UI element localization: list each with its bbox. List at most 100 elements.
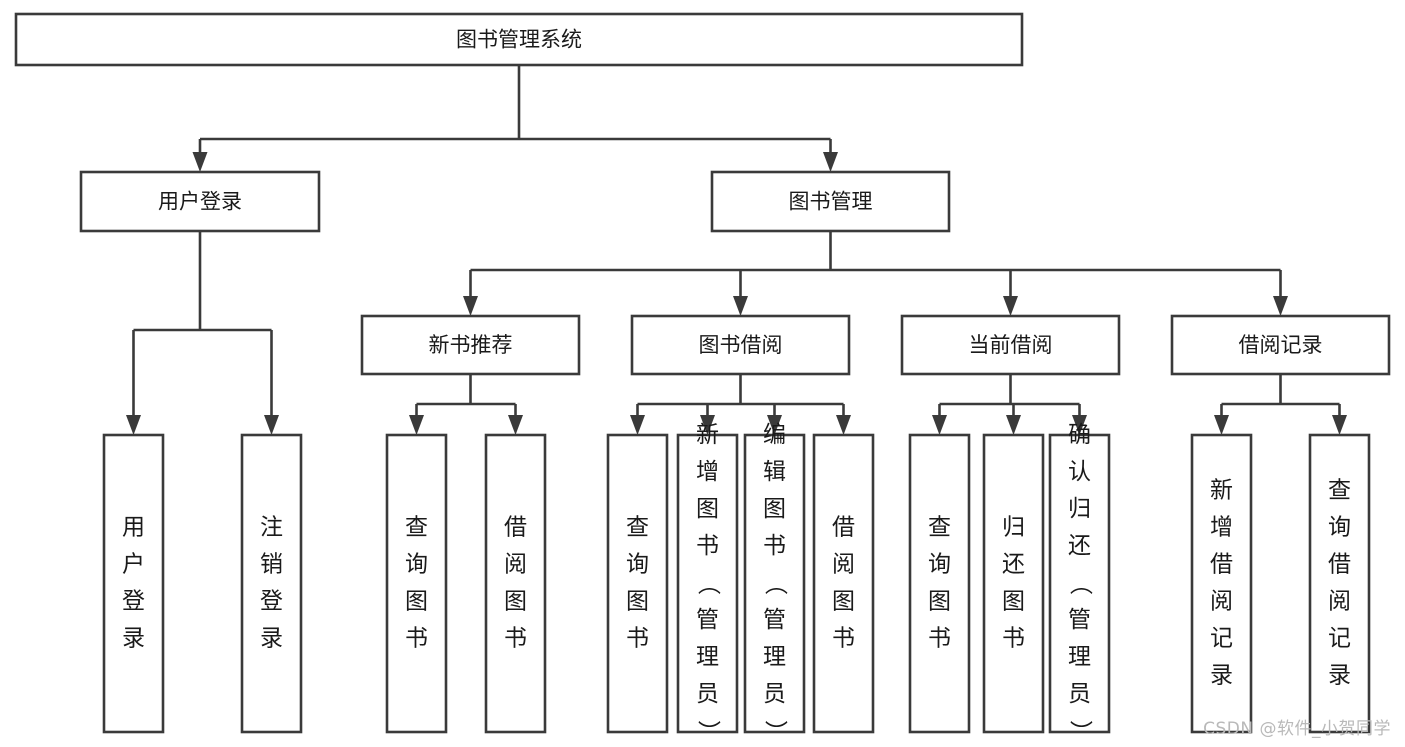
node-box bbox=[1170, 314, 1391, 376]
node-label-char: 新 bbox=[696, 422, 719, 448]
node-label-char: 借 bbox=[832, 515, 855, 541]
node-label-char: 图 bbox=[504, 589, 527, 615]
connector-edges-layer bbox=[126, 65, 1347, 435]
node-label-char: 图 bbox=[832, 589, 855, 615]
node-label-char: 增 bbox=[1210, 515, 1233, 541]
node-label-char: 还 bbox=[1002, 552, 1025, 578]
node-label-char: 用 bbox=[122, 515, 145, 541]
node-box bbox=[14, 12, 1024, 67]
node-label: 图书管理 bbox=[789, 190, 873, 214]
node-label-char: （ bbox=[762, 572, 788, 595]
arrow-head-icon bbox=[767, 415, 782, 435]
node-label-char: 书 bbox=[504, 626, 527, 652]
node-label: 图书借阅 bbox=[699, 333, 783, 357]
node-label-char: 录 bbox=[1210, 663, 1233, 689]
arrow-head-icon bbox=[733, 296, 748, 316]
node-label-char: 书 bbox=[763, 533, 786, 559]
node-label: 用户登录 bbox=[158, 190, 242, 214]
node-label-char: 理 bbox=[763, 644, 786, 670]
node-root[interactable]: 图书管理系统 bbox=[14, 12, 1024, 67]
node-label-char: 图 bbox=[763, 496, 786, 522]
node-l2-user-login[interactable]: 用户登录 bbox=[79, 170, 321, 233]
arrow-head-icon bbox=[1072, 415, 1087, 435]
node-box bbox=[1190, 433, 1253, 734]
node-label-char: 书 bbox=[405, 626, 428, 652]
arrow-head-icon bbox=[932, 415, 947, 435]
node-label-char: 录 bbox=[260, 626, 283, 652]
node-label-char: 理 bbox=[1068, 644, 1091, 670]
node-box bbox=[982, 433, 1045, 734]
node-label-char: 记 bbox=[1328, 626, 1351, 652]
node-box bbox=[240, 433, 303, 734]
node-label-char: 员 bbox=[696, 681, 719, 707]
node-box bbox=[743, 433, 806, 734]
node-label-char: 注 bbox=[260, 515, 283, 541]
arrow-head-icon bbox=[1214, 415, 1229, 435]
node-box bbox=[385, 433, 448, 734]
node-label-char: 记 bbox=[1210, 626, 1233, 652]
node-box bbox=[606, 433, 669, 734]
node-label-char: 管 bbox=[1068, 607, 1091, 633]
node-label-char: 询 bbox=[626, 552, 649, 578]
node-label-char: 借 bbox=[1210, 552, 1233, 578]
arrow-head-icon bbox=[1003, 296, 1018, 316]
node-label-char: 查 bbox=[626, 515, 649, 541]
node-box bbox=[79, 170, 321, 233]
arrow-head-icon bbox=[836, 415, 851, 435]
node-label-char: 书 bbox=[928, 626, 951, 652]
node-label-char: （ bbox=[695, 572, 721, 595]
arrow-head-icon bbox=[264, 415, 279, 435]
node-label-char: 询 bbox=[928, 552, 951, 578]
node-label: 图书管理系统 bbox=[456, 28, 582, 52]
arrow-head-icon bbox=[1332, 415, 1347, 435]
node-label-char: 录 bbox=[1328, 663, 1351, 689]
node-box bbox=[1048, 433, 1111, 734]
node-label-char: 录 bbox=[122, 626, 145, 652]
node-box bbox=[630, 314, 851, 376]
arrow-head-icon bbox=[508, 415, 523, 435]
node-label-char: 书 bbox=[1002, 626, 1025, 652]
node-label-char: 登 bbox=[122, 589, 145, 615]
node-label: 借阅记录 bbox=[1239, 333, 1323, 357]
node-label-char: 借 bbox=[504, 515, 527, 541]
arrow-head-icon bbox=[1006, 415, 1021, 435]
node-box bbox=[900, 314, 1121, 376]
node-label-char: 图 bbox=[626, 589, 649, 615]
node-label-char: 书 bbox=[832, 626, 855, 652]
node-label-char: 管 bbox=[696, 607, 719, 633]
node-label-char: 书 bbox=[696, 533, 719, 559]
node-label-char: 归 bbox=[1002, 515, 1025, 541]
node-label: 当前借阅 bbox=[969, 333, 1053, 357]
node-label-char: 图 bbox=[696, 496, 719, 522]
node-label-char: 询 bbox=[405, 552, 428, 578]
node-l3-new-book-rec[interactable]: 新书推荐 bbox=[360, 314, 581, 376]
node-l3-borrow-record[interactable]: 借阅记录 bbox=[1170, 314, 1391, 376]
arrow-head-icon bbox=[126, 415, 141, 435]
node-label-char: 登 bbox=[260, 589, 283, 615]
node-leaf-user-login[interactable]: 用户登录 bbox=[102, 433, 165, 734]
node-label-char: 销 bbox=[260, 552, 283, 578]
node-label-char: 员 bbox=[1068, 681, 1091, 707]
node-label-char: 书 bbox=[626, 626, 649, 652]
node-l3-current-borrow[interactable]: 当前借阅 bbox=[900, 314, 1121, 376]
node-box bbox=[484, 433, 547, 734]
node-l3-book-borrow[interactable]: 图书借阅 bbox=[630, 314, 851, 376]
node-l2-book-manage[interactable]: 图书管理 bbox=[710, 170, 951, 233]
node-label-char: 新 bbox=[1210, 478, 1233, 504]
node-box bbox=[360, 314, 581, 376]
node-label-char: 图 bbox=[1002, 589, 1025, 615]
